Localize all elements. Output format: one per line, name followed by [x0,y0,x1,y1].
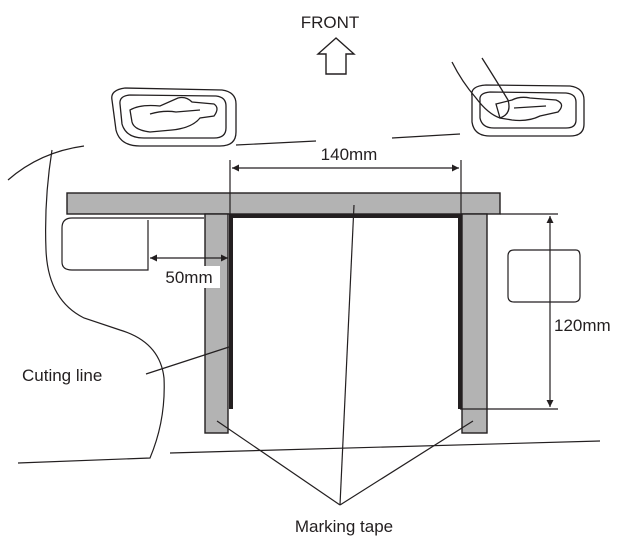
cutting-line-label: Cuting line [22,366,102,385]
marking-tape-right [461,213,488,434]
width-dimension [229,160,462,216]
cutting-line [229,214,462,409]
marking-tape-leaders [216,204,474,506]
height-dimension [460,213,558,410]
left-footrest [111,87,237,147]
body-outline [7,133,601,464]
right-footrest [451,57,585,137]
marking-tape-horizontal [66,192,501,215]
right-opening [507,249,581,303]
front-label: FRONT [301,13,360,32]
marking-tape-label: Marking tape [295,517,393,536]
left-opening [61,217,204,271]
up-arrow-icon [316,37,356,75]
width-dimension-label: 140mm [321,145,378,164]
cutting-line-leader [145,346,230,375]
offset-dimension-label: 50mm [165,268,212,287]
marking-tape-left [204,213,229,434]
offset-label-bg [158,266,220,288]
height-dimension-label: 120mm [554,316,611,335]
